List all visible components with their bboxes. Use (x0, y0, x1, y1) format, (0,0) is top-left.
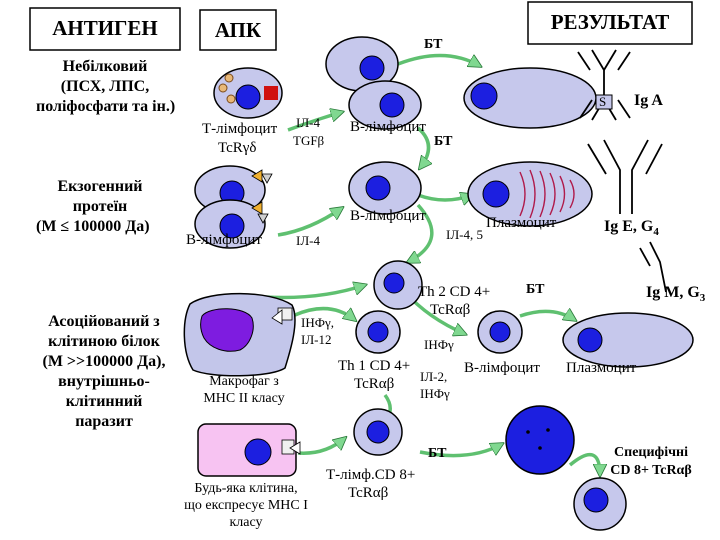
arrow-th2-to-result (264, 285, 365, 300)
header-box-apc (199, 9, 277, 51)
mediator-il4-1: ІЛ-4 (296, 115, 320, 130)
arrow-b1-to-b2 (416, 126, 429, 168)
plasma-cell-1 (463, 67, 597, 129)
label-specific-line-1: Специфічні (614, 445, 688, 460)
arrow-mac-to-th1 (294, 306, 355, 320)
label-plasmocyte-result: Плазмоцит (566, 360, 637, 376)
mediator-ifng-3: ІНФγ (420, 386, 450, 401)
label-igm-g3: Ig M, G3 (646, 284, 705, 305)
antibody-iga (577, 49, 631, 121)
antigen-nonprotein-line-3: поліфосфати та ін.) (36, 98, 176, 115)
label-bt-4: БТ (428, 446, 447, 461)
header-box-result (527, 1, 693, 45)
label-iga: Ig A (634, 92, 663, 109)
header-result: РЕЗУЛЬТАТ (550, 10, 670, 34)
mediator-il45: ІЛ-4, 5 (446, 227, 483, 242)
arrow-b2-to-plasma-1 (417, 195, 472, 200)
arrow-ctl-to-cd8 (419, 444, 502, 458)
label-iga-s: S (599, 94, 607, 109)
antigen-exogenous-line-1: Екзогенний (57, 178, 143, 195)
apc-t-lymph-label: Т-лімфоцит (202, 121, 278, 137)
label-b-lymph-2: В-лімфоцит (350, 208, 426, 224)
label-th1-line-2: TcRαβ (354, 376, 395, 392)
antigen-cellassoc-line-2: клітиною білок (48, 333, 160, 350)
label-igm-g3-sub: 3 (699, 292, 706, 305)
antigen-nonprotein-line-2: (ПСХ, ЛПС, (60, 78, 150, 95)
transition-arrows (264, 53, 600, 475)
antigen-cellassoc-line-6: паразит (75, 413, 133, 430)
arrow-to-result-1 (397, 53, 480, 66)
label-th1-line-1: Th 1 CD 4+ (338, 358, 411, 374)
antigen-exogenous-line-2: протеїн (72, 198, 128, 215)
header-antigen: АНТИГЕН (52, 16, 158, 40)
antigen-nonprotein-line-1: Небілковий (62, 58, 148, 75)
antigen-cellassoc-line-1: Асоційований з (48, 313, 160, 330)
header-box-antigen (29, 7, 181, 51)
label-b-lymph-1: В-лімфоцит (350, 119, 426, 135)
arrow-to-b-lymph-2 (277, 208, 342, 237)
header-apc: АПК (214, 18, 262, 42)
label-ige-g4-sub: 4 (653, 226, 659, 239)
label-ige-g4-text: Ig E, G (604, 218, 654, 235)
apc-macrophage-line-2: MHC II класу (203, 391, 285, 406)
antigen-cellassoc-line-3: (M >>100000 Да), (42, 353, 166, 370)
apc-anycell-line-2: що експресує MHC I (184, 498, 308, 513)
apc-b-lymph-2 (194, 199, 269, 249)
label-th2-line-2: TcRαβ (430, 302, 471, 318)
cell-bt-low (353, 408, 403, 456)
cell-b-lymph-2 (348, 161, 422, 215)
apc-t-lymph (213, 67, 283, 119)
b-cell-result (477, 310, 523, 354)
mediator-il12: ІЛ-12 (301, 332, 332, 347)
label-tlimf-cd8-line-2: TcRαβ (348, 485, 389, 501)
apc-macrophage-line-1: Макрофаг з (209, 374, 279, 389)
arrow-cell-to-ctl (297, 438, 345, 455)
cd8-large-cell (505, 405, 575, 475)
cell-bt-top (325, 36, 399, 92)
mediator-tgfb: TGFβ (293, 133, 325, 148)
apc-any-cell (197, 423, 301, 477)
plasma-cell-3 (562, 312, 694, 368)
label-tlimf-cd8-line-1: Т-лімф.CD 8+ (326, 467, 416, 483)
plasma-cell-2 (467, 161, 593, 227)
cell-th2 (373, 260, 423, 310)
arrow-cd8-to-cd8 (568, 452, 600, 475)
apc-macrophage (183, 292, 296, 377)
mediator-ifng-2: ІНФγ (424, 337, 454, 352)
apc-anycell-line-3: класу (229, 515, 263, 530)
cd8-small-cell (573, 477, 627, 531)
antigen-exogenous-line-3: (M ≤ 100000 Да) (36, 218, 150, 235)
antigen-cellassoc-line-5: клітинний (65, 393, 143, 410)
arrow-b2-to-th2 (408, 203, 434, 262)
antibody-igm (639, 241, 667, 293)
cell-th1 (355, 310, 401, 354)
label-bt-3: БТ (526, 282, 545, 297)
arrow-to-b-lymph-1 (287, 112, 342, 132)
apc-b-lymph-label: В-лімфоцит (186, 232, 262, 248)
mediator-il4-2: ІЛ-4 (296, 233, 320, 248)
label-plasmocyte-mid: Плазмоцит (486, 215, 557, 231)
arrow-b3-to-plasma-2 (519, 311, 575, 320)
label-th2-line-1: Th 2 CD 4+ (418, 284, 491, 300)
label-ige-g4: Ig E, G4 (604, 218, 659, 239)
label-b-lymph-3: В-лімфоцит (464, 360, 540, 376)
label-bt-top: БТ (424, 37, 443, 52)
cell-b-lymph-1 (348, 80, 422, 130)
label-igm-g3-text: Ig M, G (646, 284, 700, 301)
antigen-cellassoc-line-4: внутрішньо- (58, 373, 150, 390)
label-specific-line-2: CD 8+ TcRαβ (610, 463, 692, 478)
label-bt-2: БТ (434, 134, 453, 149)
apc-anycell-line-1: Будь-яка клітина, (194, 481, 298, 496)
mediator-il2: ІЛ-2, (420, 369, 448, 384)
mediator-ifng-1: ІНФγ, (301, 315, 334, 330)
antibody-ige (587, 139, 663, 214)
apc-tcr-gd-label: TcRγδ (218, 140, 257, 156)
